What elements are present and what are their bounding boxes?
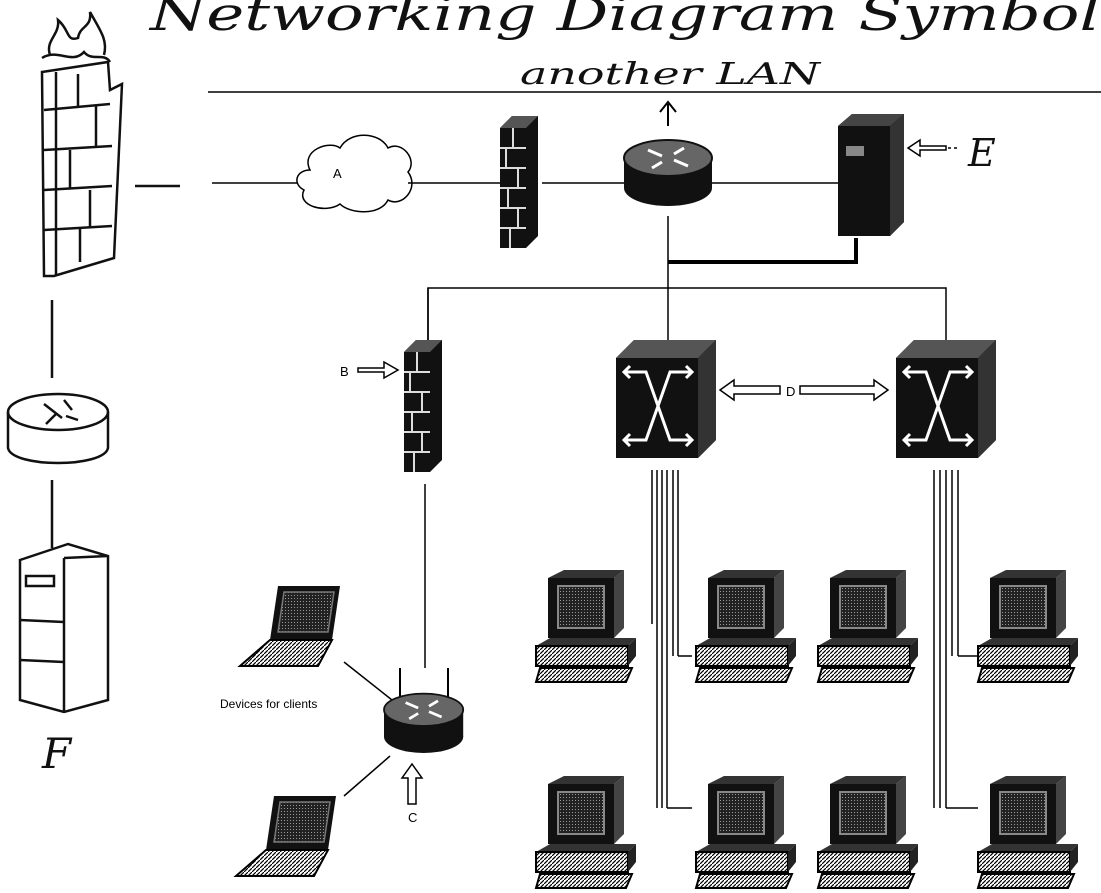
desktop-computer-icon [696,570,796,682]
label-b: B [340,364,349,379]
label-d: D [786,384,795,399]
label-b-arrow [358,362,398,378]
router-icon [624,140,712,206]
page-title: Networking Diagram Symbol [149,0,1100,41]
uplink-arrow-icon [660,102,676,126]
desktop-computer-icon [818,776,918,888]
desktop-computer-icon [536,776,636,888]
desktop-computer-icon [536,570,636,682]
desktop-computer-icon [978,776,1078,888]
label-e-arrow [908,140,946,156]
server-tower-icon [838,114,904,236]
label-e: E [967,131,996,175]
wireless-router-icon [384,668,463,753]
cable-bundle-left [652,470,692,808]
label-c-arrow [402,764,422,804]
legend-firewall-icon [42,12,122,276]
legend-server-icon [20,544,108,712]
laptop-icon [240,586,340,666]
switch-icon [616,340,716,458]
desktop-computer-icon [818,570,918,682]
top-note: another LAN [520,57,823,92]
label-a: A [333,166,342,181]
firewall-icon [404,340,442,472]
switch-icon [896,340,996,458]
desktop-computer-icon [978,570,1078,682]
firewall-icon [500,116,538,248]
label-d-arrow-left [720,380,780,400]
cloud-icon [297,135,412,212]
label-c: C [408,810,417,825]
desktop-computer-icon [696,776,796,888]
laptop-icon [236,796,336,876]
legend-router-icon [8,394,108,463]
cable-bundle-right [934,470,978,808]
clients-label: Devices for clients [220,697,317,711]
label-f: F [41,729,73,778]
label-d-arrow-right [800,380,888,400]
